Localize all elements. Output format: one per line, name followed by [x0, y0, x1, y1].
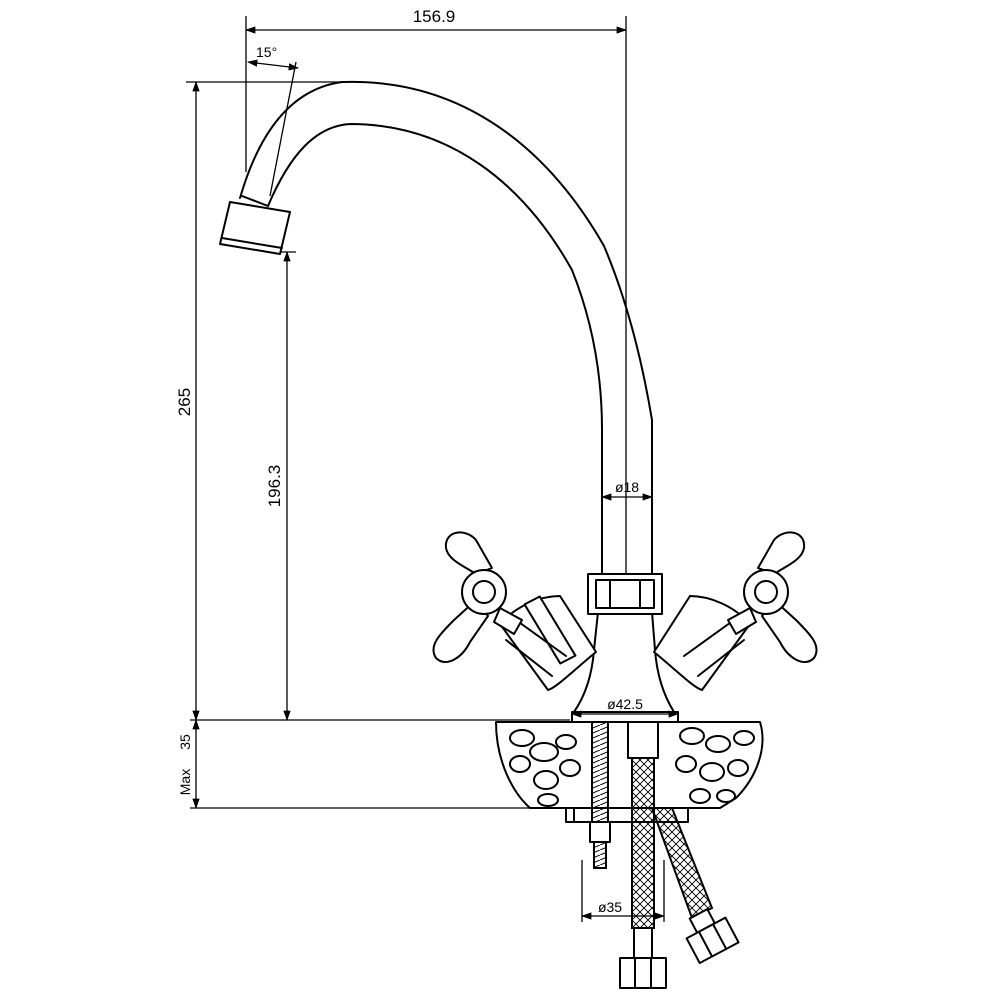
overall-height-label: 265 [175, 388, 194, 416]
left-valve [499, 595, 597, 691]
spout [219, 80, 653, 579]
base-diameter-label: ø42.5 [607, 696, 643, 712]
left-cross-handle-icon [432, 531, 523, 663]
tube-diameter-label: ø18 [615, 479, 639, 495]
mounting-stud [589, 721, 611, 869]
dimension-lines [192, 26, 680, 920]
mounting-diameter-label: ø35 [598, 899, 622, 915]
overall-width-label: 156.9 [413, 7, 456, 26]
right-cross-handle-icon [727, 531, 818, 663]
right-valve [653, 595, 751, 691]
spout-clearance-label: 196.3 [265, 465, 284, 508]
max-thickness-label: Max [177, 769, 193, 795]
spout-angle-label: 15° [256, 44, 277, 60]
countertop-section [495, 721, 764, 823]
max-thickness-value: 35 [177, 734, 193, 750]
supply-hoses [573, 721, 740, 989]
